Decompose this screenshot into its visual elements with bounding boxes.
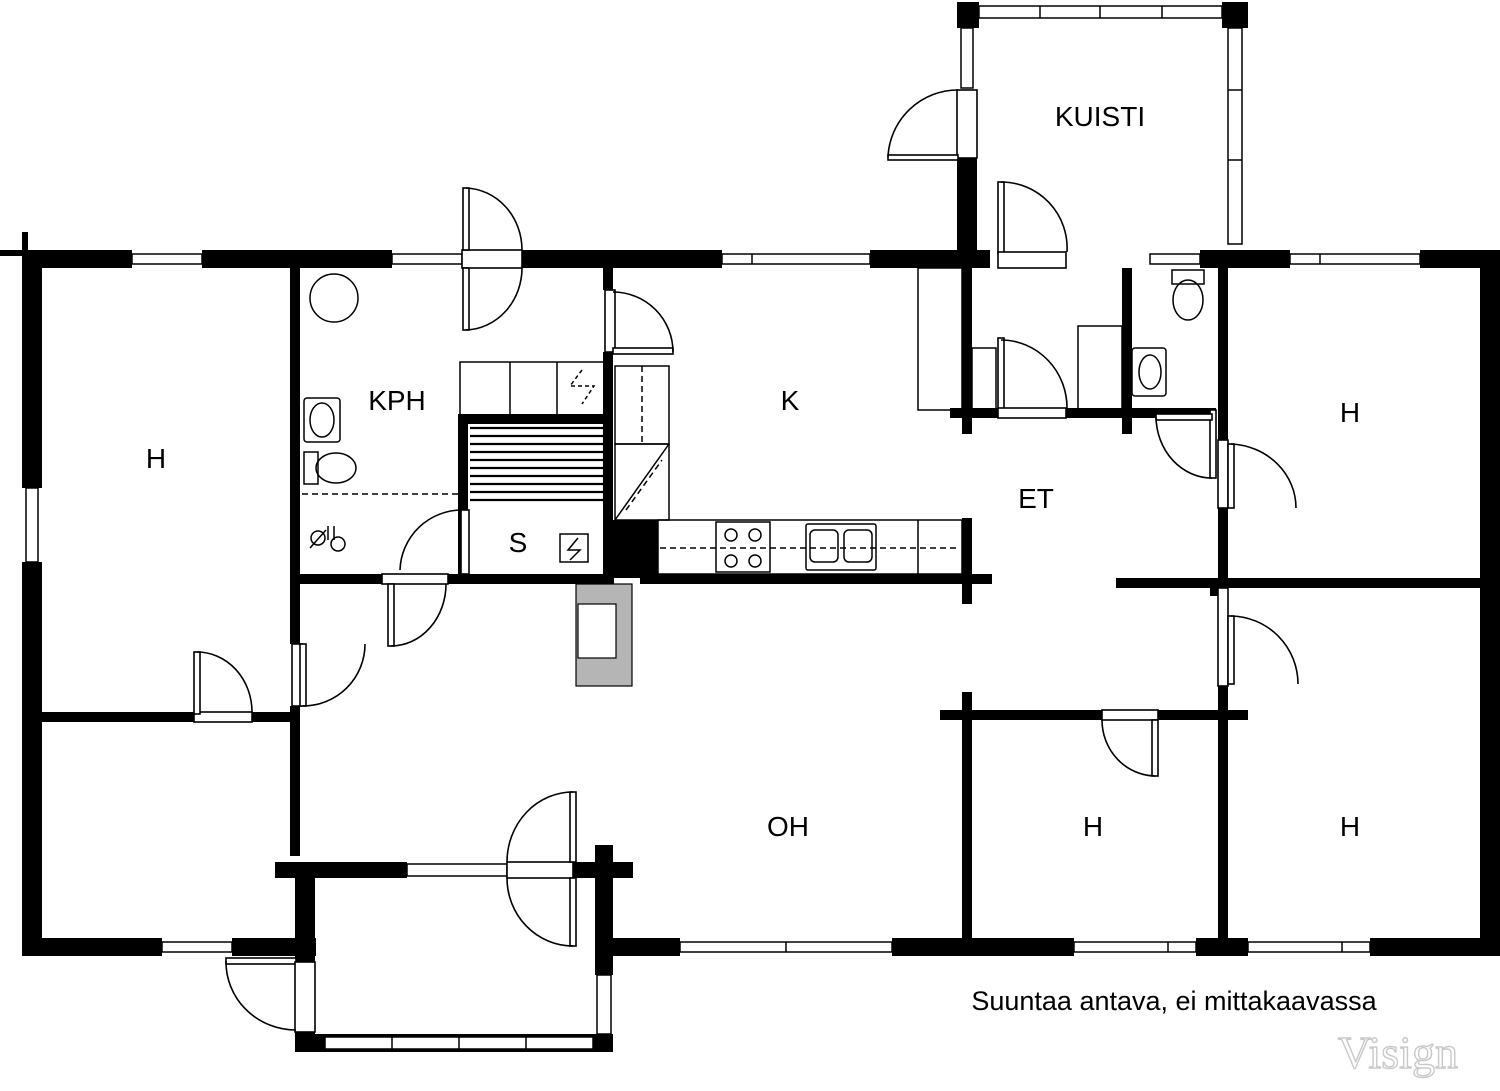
- wc-toilet-icon: [1171, 269, 1205, 321]
- windows: [25, 5, 1421, 1050]
- watermark-logo: Visign: [1338, 1027, 1458, 1078]
- doors: [193, 89, 1299, 1033]
- electric-symbol-icon: [568, 369, 596, 405]
- stove-icon: [715, 521, 771, 573]
- water-heater-icon: [309, 273, 359, 323]
- washbasin-icon: [303, 397, 341, 443]
- sauna-stove-icon: [559, 533, 589, 563]
- room-label-oh: OH: [767, 811, 809, 842]
- room-label-s: S: [509, 527, 528, 558]
- room-label-et: ET: [1018, 483, 1054, 514]
- room-label-kuisti: KUISTI: [1055, 101, 1145, 132]
- room-label-h-left: H: [146, 443, 166, 474]
- fridge-cabinet-icon: [614, 365, 670, 521]
- fireplace-icon: [575, 583, 633, 687]
- kitchen-sink-icon: [805, 523, 877, 571]
- toilet-icon: [303, 451, 357, 485]
- fixtures: [302, 267, 1205, 575]
- room-label-h-bottom-right: H: [1340, 811, 1360, 842]
- room-label-k: K: [781, 385, 800, 416]
- room-label-h-bottom-mid: H: [1083, 811, 1103, 842]
- scale-note: Suuntaa antava, ei mittakaavassa: [971, 986, 1377, 1016]
- room-label-h-right-top: H: [1340, 397, 1360, 428]
- wc-washbasin-icon: [1131, 347, 1167, 397]
- floor-drain-icon: [309, 526, 346, 552]
- walls: [0, 2, 1500, 1052]
- sauna-bench-icon: [470, 426, 606, 502]
- room-label-kph: KPH: [368, 385, 426, 416]
